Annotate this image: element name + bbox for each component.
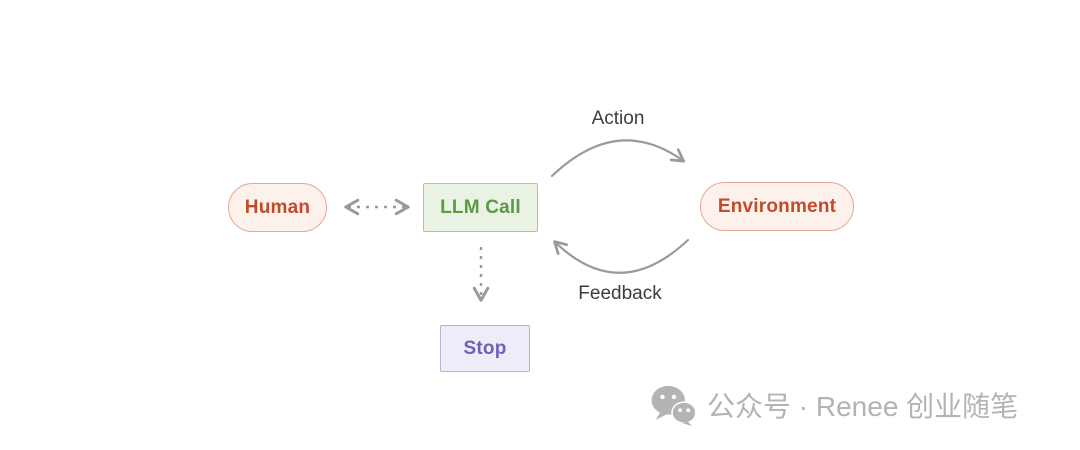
watermark-text: 公众号 · Renee 创业随笔 [707, 391, 1019, 422]
node-environment: Environment [700, 182, 854, 231]
feedback-edge-label: Feedback [578, 283, 662, 304]
node-stop: Stop [440, 325, 530, 372]
node-environment-label: Environment [717, 195, 837, 217]
watermark: 公众号 · Renee 创业随笔 [650, 384, 1018, 426]
node-llm-call-label: LLM Call [440, 196, 521, 218]
node-human-label: Human [244, 196, 311, 218]
feedback-arrow [553, 238, 690, 274]
wechat-icon [651, 385, 696, 426]
action-arrow [550, 139, 686, 178]
node-llm-call: LLM Call [423, 183, 538, 232]
node-human: Human [228, 183, 327, 232]
node-stop-label: Stop [463, 337, 507, 359]
action-edge-label: Action [591, 108, 645, 129]
